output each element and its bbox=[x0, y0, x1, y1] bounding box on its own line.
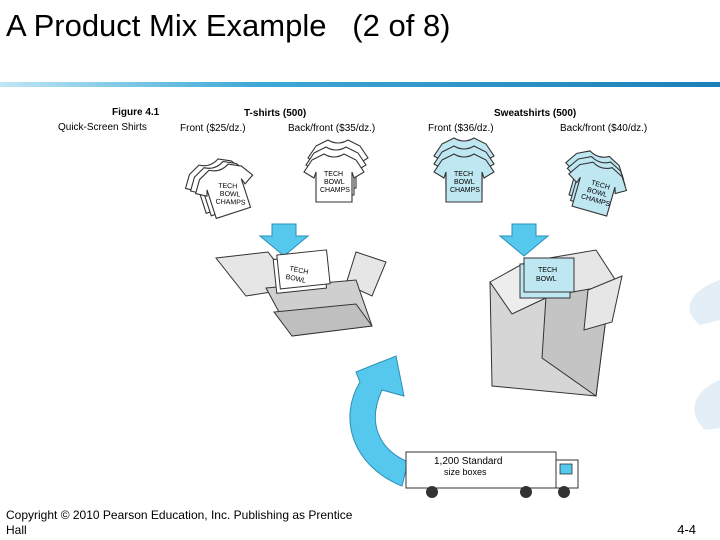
svg-text:BOWL: BOWL bbox=[454, 179, 475, 186]
page-number: 4-4 bbox=[677, 522, 696, 537]
down-arrow-right-icon bbox=[498, 223, 550, 257]
tshirt-back-front-label: Back/front ($35/dz.) bbox=[288, 123, 375, 134]
truck-label-line2: size boxes bbox=[444, 467, 487, 477]
svg-text:BOWL: BOWL bbox=[324, 179, 345, 186]
slide-title: A Product Mix Example (2 of 8) bbox=[6, 8, 451, 43]
svg-text:BOWL: BOWL bbox=[536, 276, 557, 283]
tshirt-back-front-stack: TECH BOWL CHAMPS bbox=[303, 139, 369, 203]
svg-text:BOWL: BOWL bbox=[285, 274, 307, 285]
tshirt-front-label: Front ($25/dz.) bbox=[180, 123, 246, 134]
sweatshirt-back-front-stack: TECH BOWL CHAMPS bbox=[556, 144, 633, 220]
tshirt-front-stack: TECH BOWL CHAMPS bbox=[179, 152, 263, 223]
truck-label-line1: 1,200 Standard bbox=[434, 456, 502, 467]
svg-text:BOWL: BOWL bbox=[220, 191, 241, 199]
sweatshirt-front-stack: TECH BOWL CHAMPS bbox=[433, 137, 495, 203]
svg-text:CHAMPS: CHAMPS bbox=[215, 199, 246, 207]
title-underline bbox=[0, 82, 720, 87]
background-swoosh-decoration bbox=[689, 280, 720, 430]
figure-label: Figure 4.1 bbox=[112, 107, 160, 118]
product-mix-figure: Figure 4.1 Quick-Screen Shirts T-shirts … bbox=[58, 107, 647, 498]
sweat-front-label: Front ($36/dz.) bbox=[428, 123, 494, 134]
svg-text:TECH: TECH bbox=[218, 183, 237, 191]
tshirts-header: T-shirts (500) bbox=[244, 108, 306, 119]
svg-text:TECH: TECH bbox=[590, 180, 610, 192]
svg-text:CHAMPS: CHAMPS bbox=[320, 187, 350, 194]
svg-text:TECH: TECH bbox=[538, 267, 557, 274]
svg-text:TECH: TECH bbox=[454, 171, 473, 178]
company-name: Quick-Screen Shirts bbox=[58, 122, 147, 133]
sweatshirts-header: Sweatshirts (500) bbox=[494, 108, 576, 119]
svg-text:CHAMPS: CHAMPS bbox=[450, 187, 480, 194]
svg-text:TECH: TECH bbox=[324, 171, 343, 178]
tshirt-shipping-box: TECH BOWL bbox=[215, 249, 387, 337]
down-arrow-left-icon bbox=[258, 223, 310, 257]
copyright-footer: Copyright © 2010 Pearson Education, Inc.… bbox=[6, 508, 353, 537]
delivery-truck: 1,200 Standard size boxes bbox=[405, 451, 579, 498]
svg-text:TECH: TECH bbox=[289, 265, 309, 276]
curved-arrow-to-truck-icon bbox=[349, 355, 409, 487]
sweat-back-front-label: Back/front ($40/dz.) bbox=[560, 123, 647, 134]
sweatshirt-shipping-box: TECH BOWL bbox=[489, 249, 623, 397]
